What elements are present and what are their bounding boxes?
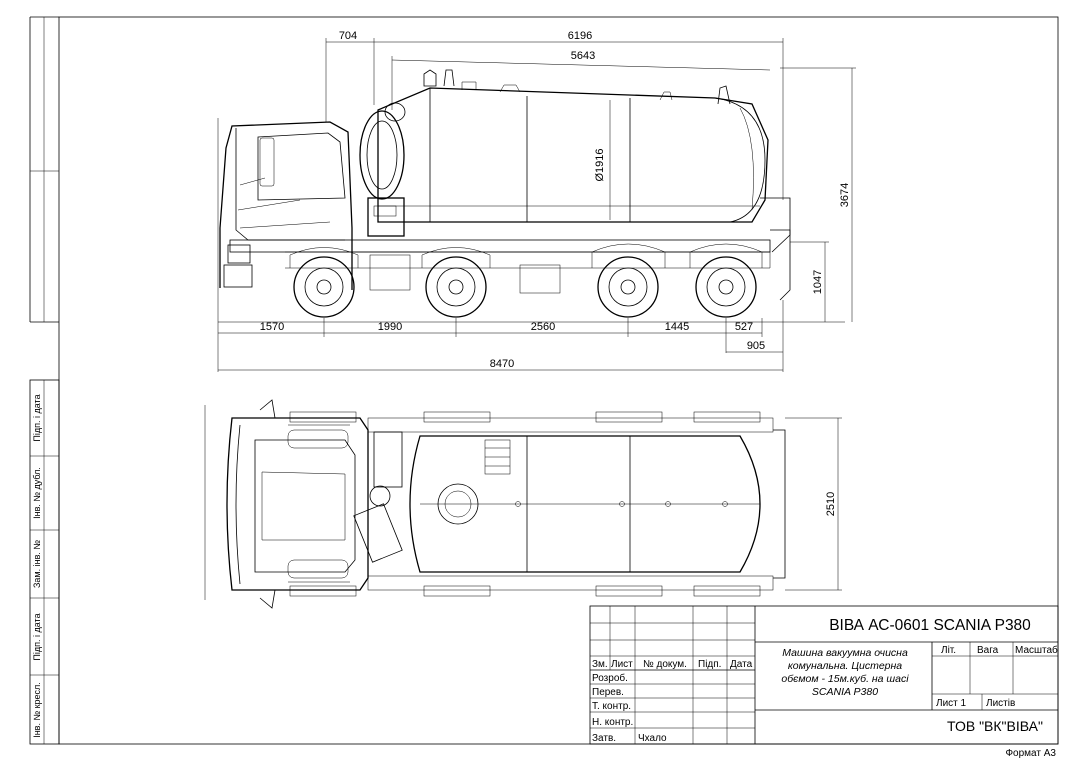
top-view-truck <box>204 399 786 609</box>
dim-rear-height: 1047 <box>812 270 824 294</box>
tb-role-norm-control: Н. контр. <box>592 717 633 728</box>
dim-tank-diameter: Ø1916 <box>594 148 606 181</box>
side-dimensions: 704 6196 5643 Ø1916 3674 1047 1570 1990 … <box>217 30 856 372</box>
tb-desc-line-1: Машина вакуумна очисна <box>782 647 908 659</box>
tb-col-doc: № докум. <box>643 659 687 670</box>
dim-wheelbase-1: 1990 <box>378 321 402 333</box>
side-wheels <box>293 256 757 318</box>
dim-overall-top: 6196 <box>568 30 592 42</box>
dim-overall-width: 2510 <box>825 492 837 516</box>
dim-cab-overhang: 704 <box>339 30 357 42</box>
tb-role-checker: Перев. <box>592 687 624 698</box>
dim-front-overhang: 1570 <box>260 321 284 333</box>
tb-approver-name: Чхало <box>638 733 667 744</box>
dim-overall-length: 8470 <box>490 358 514 370</box>
tb-desc-line-4: SCANIA P380 <box>812 686 878 698</box>
tb-role-approved: Затв. <box>592 733 616 744</box>
dim-wheelbase-2: 2560 <box>531 321 555 333</box>
tb-col-date: Дата <box>730 659 753 670</box>
stamp-inv-dup: Інв. № дубл. <box>32 467 42 519</box>
tb-format: Формат А3 <box>1005 748 1056 759</box>
dim-rear-end: 905 <box>747 340 765 352</box>
stamp-sign-date-1: Підп. і дата <box>32 394 42 441</box>
tb-sheet: Лист 1 <box>936 698 967 709</box>
tb-col-list: Лист <box>611 659 633 670</box>
tb-col-zm: Зм. <box>592 659 608 670</box>
tb-role-developer: Розроб. <box>592 672 628 684</box>
tb-desc-line-2: комунальна. Цистерна <box>788 660 902 672</box>
tb-lit: Літ. <box>941 645 956 656</box>
tb-desc-line-3: обємом - 15м.куб. на шасі <box>781 673 909 685</box>
title-block: Зм. Лист № докум. Підп. Дата Розроб. Пер… <box>589 605 1059 745</box>
side-view-truck <box>217 69 845 323</box>
stamp-inv-drawing: Інв. № кресл. <box>32 682 42 738</box>
tb-product-title: ВІВА АС-0601 SCANIA P380 <box>829 617 1031 634</box>
tb-role-tech-control: Т. контр. <box>592 701 631 712</box>
stamp-replace-inv: Зам. інв. № <box>32 540 42 588</box>
tb-scale: Масштаб <box>1015 644 1058 656</box>
dim-wheelbase-3: 1445 <box>665 321 689 333</box>
dim-overall-height: 3674 <box>839 183 851 207</box>
left-stamp-column: Підп. і дата Інв. № дубл. Зам. інв. № Пі… <box>29 16 60 745</box>
tb-mass: Вага <box>977 645 999 656</box>
tb-col-sign: Підп. <box>698 659 721 670</box>
dim-tank-length: 5643 <box>571 50 595 62</box>
drawing-frame <box>58 16 1059 745</box>
stamp-sign-date-2: Підп. і дата <box>32 613 42 660</box>
dim-rear-overhang: 527 <box>735 321 753 333</box>
top-dimensions: 2510 <box>785 417 842 591</box>
tb-company: ТОВ "ВК"ВІВА" <box>947 718 1043 734</box>
tb-sheets: Листів <box>986 698 1015 709</box>
